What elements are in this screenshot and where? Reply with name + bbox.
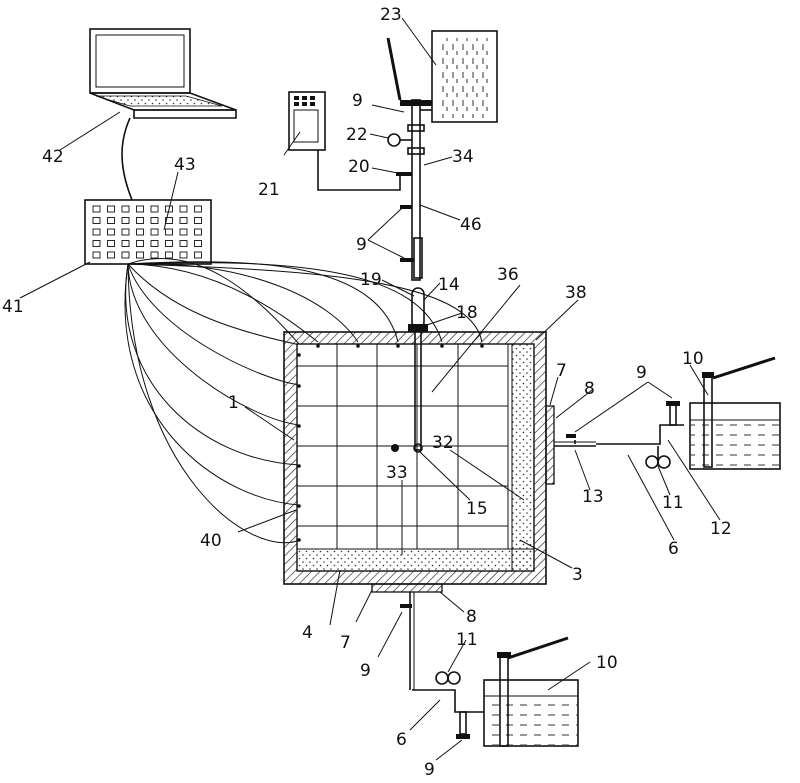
terminal-slot <box>179 240 188 247</box>
terminal-slot <box>107 217 115 224</box>
terminal-slot <box>194 217 202 224</box>
sensor-cables <box>124 258 483 544</box>
terminal-slot <box>107 228 115 236</box>
label-7-right: 7 <box>556 361 567 381</box>
label-42: 42 <box>42 147 64 167</box>
test-box <box>283 329 547 585</box>
terminal-slot <box>150 205 159 213</box>
pump-icon <box>435 671 461 685</box>
label-46: 46 <box>460 215 482 235</box>
terminal-slot <box>92 217 101 224</box>
terminal-slot <box>107 240 115 247</box>
terminal-slot <box>194 240 202 247</box>
terminal-slot <box>150 251 159 259</box>
label-15: 15 <box>466 499 488 519</box>
terminal-slot <box>121 205 130 213</box>
label-4: 4 <box>302 623 313 643</box>
label-11-right: 11 <box>662 493 684 513</box>
label-9-right: 9 <box>636 363 647 383</box>
side-port <box>545 405 596 485</box>
label-9-bottom: 9 <box>360 661 371 681</box>
label-14: 14 <box>438 275 460 295</box>
label-9-mid: 9 <box>356 235 367 255</box>
terminal-slot <box>179 217 188 224</box>
terminal-slot <box>136 251 144 259</box>
terminal-slot <box>136 240 144 247</box>
label-33: 33 <box>386 463 408 483</box>
terminal-slot <box>121 240 130 247</box>
terminal-slot <box>107 205 115 213</box>
label-43: 43 <box>174 155 196 175</box>
terminal-slot <box>150 228 159 236</box>
terminal-slot <box>121 217 130 224</box>
leader-lines <box>19 17 721 761</box>
terminal-slot <box>92 240 101 247</box>
terminal-slot <box>179 205 188 213</box>
terminal-slot <box>121 251 130 259</box>
terminal-slot <box>179 251 188 259</box>
label-13: 13 <box>582 487 604 507</box>
label-10-right: 10 <box>682 349 704 369</box>
bottom-water-tank <box>483 636 579 747</box>
label-36: 36 <box>497 265 519 285</box>
label-11-bottom: 11 <box>456 630 478 650</box>
data-acquisition-unit <box>84 199 212 265</box>
label-9-top: 9 <box>352 91 363 111</box>
label-9-lowest: 9 <box>424 760 435 780</box>
terminal-slot <box>194 228 202 236</box>
terminal-slot <box>136 228 144 236</box>
terminal-slot <box>107 251 115 259</box>
controller-device <box>288 91 401 191</box>
terminal-slot <box>150 240 159 247</box>
label-18: 18 <box>456 303 478 323</box>
label-21: 21 <box>258 180 280 200</box>
label-6-bottom: 6 <box>396 730 407 750</box>
terminal-slot <box>179 228 188 236</box>
terminal-slot <box>92 228 101 236</box>
label-32: 32 <box>432 433 454 453</box>
label-19: 19 <box>360 270 382 290</box>
terminal-slot <box>165 205 173 213</box>
top-supply-column <box>386 30 498 332</box>
label-8-right: 8 <box>584 379 595 399</box>
pump-icon <box>645 446 671 469</box>
terminal-slot <box>165 251 173 259</box>
label-6-right: 6 <box>668 539 679 559</box>
right-water-tank <box>689 356 781 470</box>
terminal-slot <box>165 217 173 224</box>
label-41: 41 <box>2 297 24 317</box>
terminal-slot <box>136 217 144 224</box>
label-10-bottom: 10 <box>596 653 618 673</box>
label-8-bottom: 8 <box>466 607 477 627</box>
label-3: 3 <box>572 565 583 585</box>
terminal-slot <box>165 240 173 247</box>
terminal-slot <box>92 205 101 213</box>
bottom-port <box>371 583 443 690</box>
part-labels: 23 9 22 20 34 46 9 21 42 43 41 19 14 18 … <box>2 5 732 780</box>
label-7-bottom: 7 <box>340 633 351 653</box>
terminal-slot <box>121 228 130 236</box>
terminal-slot <box>194 205 202 213</box>
label-1: 1 <box>228 393 239 413</box>
label-20: 20 <box>348 157 370 177</box>
label-34: 34 <box>452 147 474 167</box>
terminal-slot <box>194 251 202 259</box>
right-supply-line <box>566 401 684 469</box>
terminal-slot <box>136 205 144 213</box>
label-22: 22 <box>346 125 368 145</box>
terminal-slot <box>165 228 173 236</box>
label-12: 12 <box>710 519 732 539</box>
label-40: 40 <box>200 531 222 551</box>
terminal-slot <box>150 217 159 224</box>
terminal-slot <box>92 251 101 259</box>
bottom-supply-line <box>400 604 484 739</box>
label-23: 23 <box>380 5 402 25</box>
label-38: 38 <box>565 283 587 303</box>
laptop-computer <box>89 28 237 201</box>
